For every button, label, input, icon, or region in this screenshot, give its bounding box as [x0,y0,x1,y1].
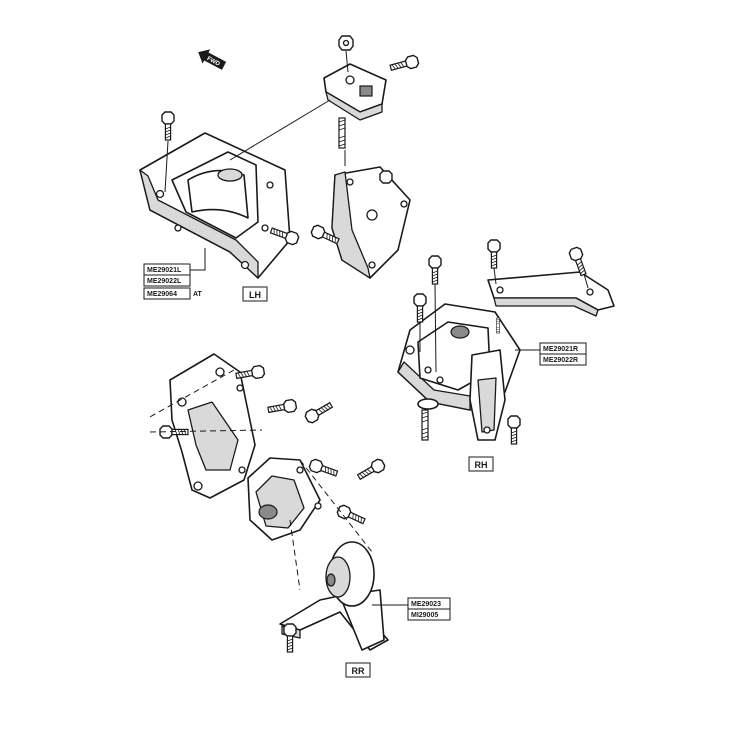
rh-mount-group: ME29021R ME29022R RH [397,239,615,472]
lh-part-number-1: ME29021L [147,267,182,274]
rh-part-labels: ME29021R ME29022R RH [468,342,587,472]
rh-part-number-2: ME29022R [543,357,578,364]
rh-mount-body [397,303,521,441]
rr-mount-group: ME29023 MI29005 RR [147,353,451,678]
lh-mount-housing [139,132,291,279]
rr-part-labels: ME29023 MI29005 RR [345,597,451,678]
rr-middle-bracket [247,457,322,541]
stud-icon [496,317,500,334]
hex-bolt-icon [428,255,442,285]
rh-bracket [487,271,615,317]
lh-upper-bracket [323,63,387,121]
rr-upper-bracket [169,353,256,499]
rh-part-number-1: ME29021R [543,346,578,353]
rr-part-number-2: MI29005 [411,612,438,619]
hex-bolt-icon [355,457,387,483]
fwd-marker: FWD [198,49,227,70]
lh-view-label: LH [249,290,261,300]
lh-part-labels: ME29021L ME29022L ME29064 AT LH [143,248,268,302]
hex-bolt-icon [283,623,297,653]
hex-bolt-icon [266,398,298,417]
hex-bolt-icon [161,111,175,141]
lh-part-number-2: ME29022L [147,278,182,285]
stud-icon [338,117,346,149]
nut-icon [379,170,393,184]
hex-bolt-icon [388,53,421,75]
hex-bolt-icon [413,293,427,323]
hex-bolt-icon [303,399,335,425]
fwd-arrow-icon [198,49,227,70]
lh-variant-note: AT [193,291,203,298]
lh-part-number-3: ME29064 [147,291,177,298]
stud-icon [421,409,429,441]
hex-bolt-icon [507,415,521,445]
lh-mount-group: ME29021L ME29022L ME29064 AT LH [139,35,421,302]
hex-bolt-icon [487,239,501,269]
rr-bushing-mount [279,541,389,651]
nut-icon [338,35,354,51]
lh-lower-bracket [331,166,411,279]
rr-part-number-1: ME29023 [411,601,441,608]
hex-bolt-icon [335,503,368,528]
rh-view-label: RH [475,460,488,470]
rr-view-label: RR [352,666,365,676]
